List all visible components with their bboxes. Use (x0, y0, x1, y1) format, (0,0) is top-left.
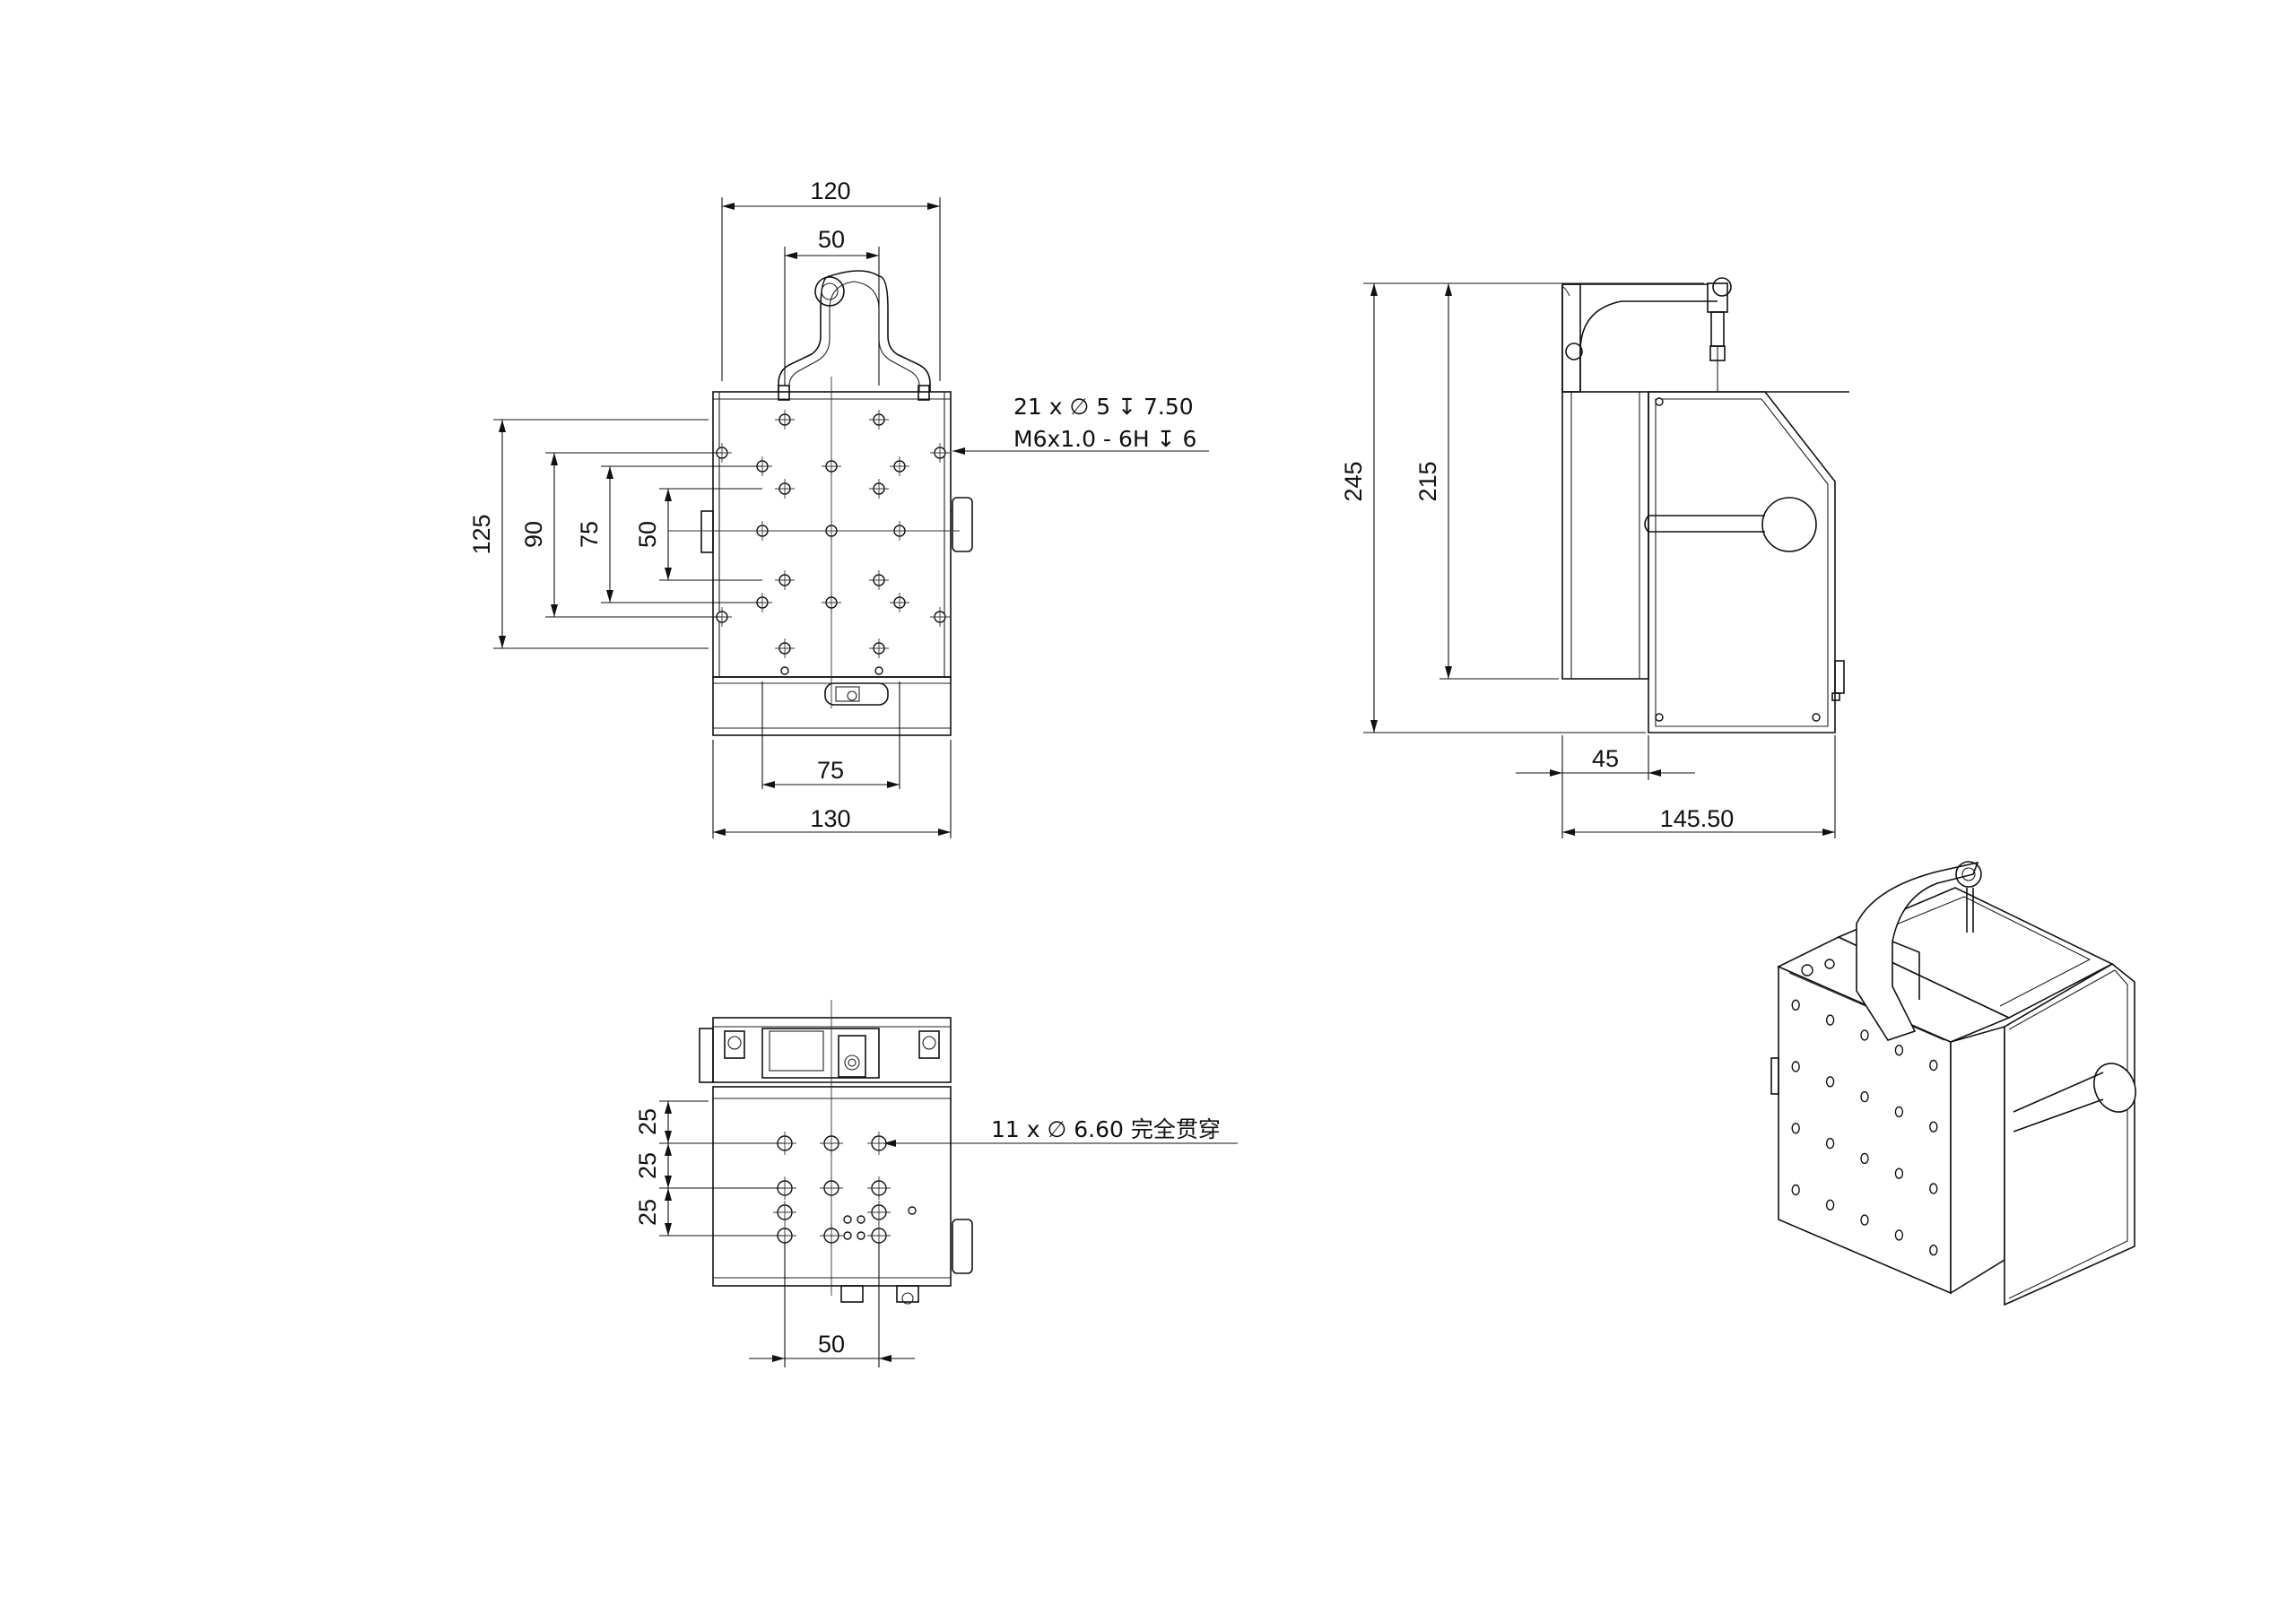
iso-bracket (1856, 861, 1979, 1041)
bottom-small-hole (843, 1215, 852, 1224)
iso-hole (1825, 1076, 1835, 1088)
callout-through-holes: 11 x ∅ 6.60 完全贯穿 (991, 1116, 1221, 1142)
iso-hole (1791, 999, 1800, 1011)
dim-height-125: 125 (468, 514, 495, 554)
dim-handle-50: 50 (818, 226, 845, 253)
iso-hole (1894, 1229, 1904, 1241)
iso-hole-pattern (1791, 999, 1938, 1256)
dim-bottom-50: 50 (818, 1331, 845, 1358)
isometric-view (1770, 861, 2136, 1306)
bottom-plate (712, 1086, 952, 1287)
iso-hole (1791, 1061, 1800, 1072)
dim-pitch-b: 25 (634, 1152, 661, 1179)
bottom-small-hole (857, 1215, 865, 1224)
iso-hole (1860, 1152, 1869, 1165)
iso-hole (1929, 1244, 1938, 1256)
dim-height-75: 75 (576, 521, 603, 548)
dim-height-245: 245 (1340, 461, 1367, 501)
dim-depth-45: 45 (1592, 745, 1619, 772)
callout-holes-line2: M6x1.0 - 6H ↧ 6 (1013, 426, 1196, 452)
side-view: 245 215 45 145.50 (1340, 277, 1849, 838)
iso-hole (1860, 1029, 1869, 1041)
front-lower-box (712, 676, 952, 736)
iso-hole (1929, 1183, 1938, 1194)
dim-height-50: 50 (634, 521, 661, 548)
iso-hole (1894, 1044, 1904, 1056)
dim-width-120: 120 (810, 178, 850, 204)
iso-hole (1791, 1184, 1800, 1196)
iso-hole (1929, 1121, 1938, 1133)
dim-height-90: 90 (520, 521, 547, 548)
callout-holes-line1: 21 x ∅ 5 ↧ 7.50 (1013, 394, 1194, 420)
iso-hole (1860, 1214, 1869, 1226)
iso-hole (1791, 1123, 1800, 1134)
iso-hole (1860, 1090, 1869, 1103)
iso-hole (1825, 1199, 1835, 1211)
side-front-plate (1561, 391, 1649, 680)
front-hole-pattern (712, 410, 950, 658)
dim-depth-145-50: 145.50 (1660, 805, 1735, 832)
iso-right-face (1950, 1025, 2005, 1295)
iso-hole (1894, 1167, 1904, 1179)
front-view: 120 50 125 90 75 50 75 130 21 (468, 178, 1209, 838)
side-knob (1761, 497, 1817, 552)
front-knob-left (700, 510, 714, 553)
dim-height-215: 215 (1414, 461, 1441, 501)
dim-width-130: 130 (810, 805, 850, 832)
dim-pitch-c: 25 (634, 1199, 661, 1226)
bottom-small-hole (908, 1206, 917, 1215)
iso-hole (1825, 1137, 1835, 1150)
side-bracket-arm (1561, 283, 1718, 392)
bottom-hole-pattern (773, 1132, 917, 1247)
dim-bottom-75: 75 (817, 757, 844, 784)
iso-hole (1929, 1059, 1938, 1072)
iso-hole (1894, 1106, 1904, 1118)
iso-hole (1825, 1014, 1835, 1026)
bottom-small-hole (843, 1231, 852, 1240)
dim-pitch-a: 25 (634, 1108, 661, 1135)
bottom-view: 25 25 25 50 11 x ∅ 6.60 完全贯穿 (634, 1000, 1238, 1367)
front-handle (778, 270, 931, 392)
bottom-small-hole (857, 1231, 865, 1240)
front-knob-right (952, 497, 973, 552)
